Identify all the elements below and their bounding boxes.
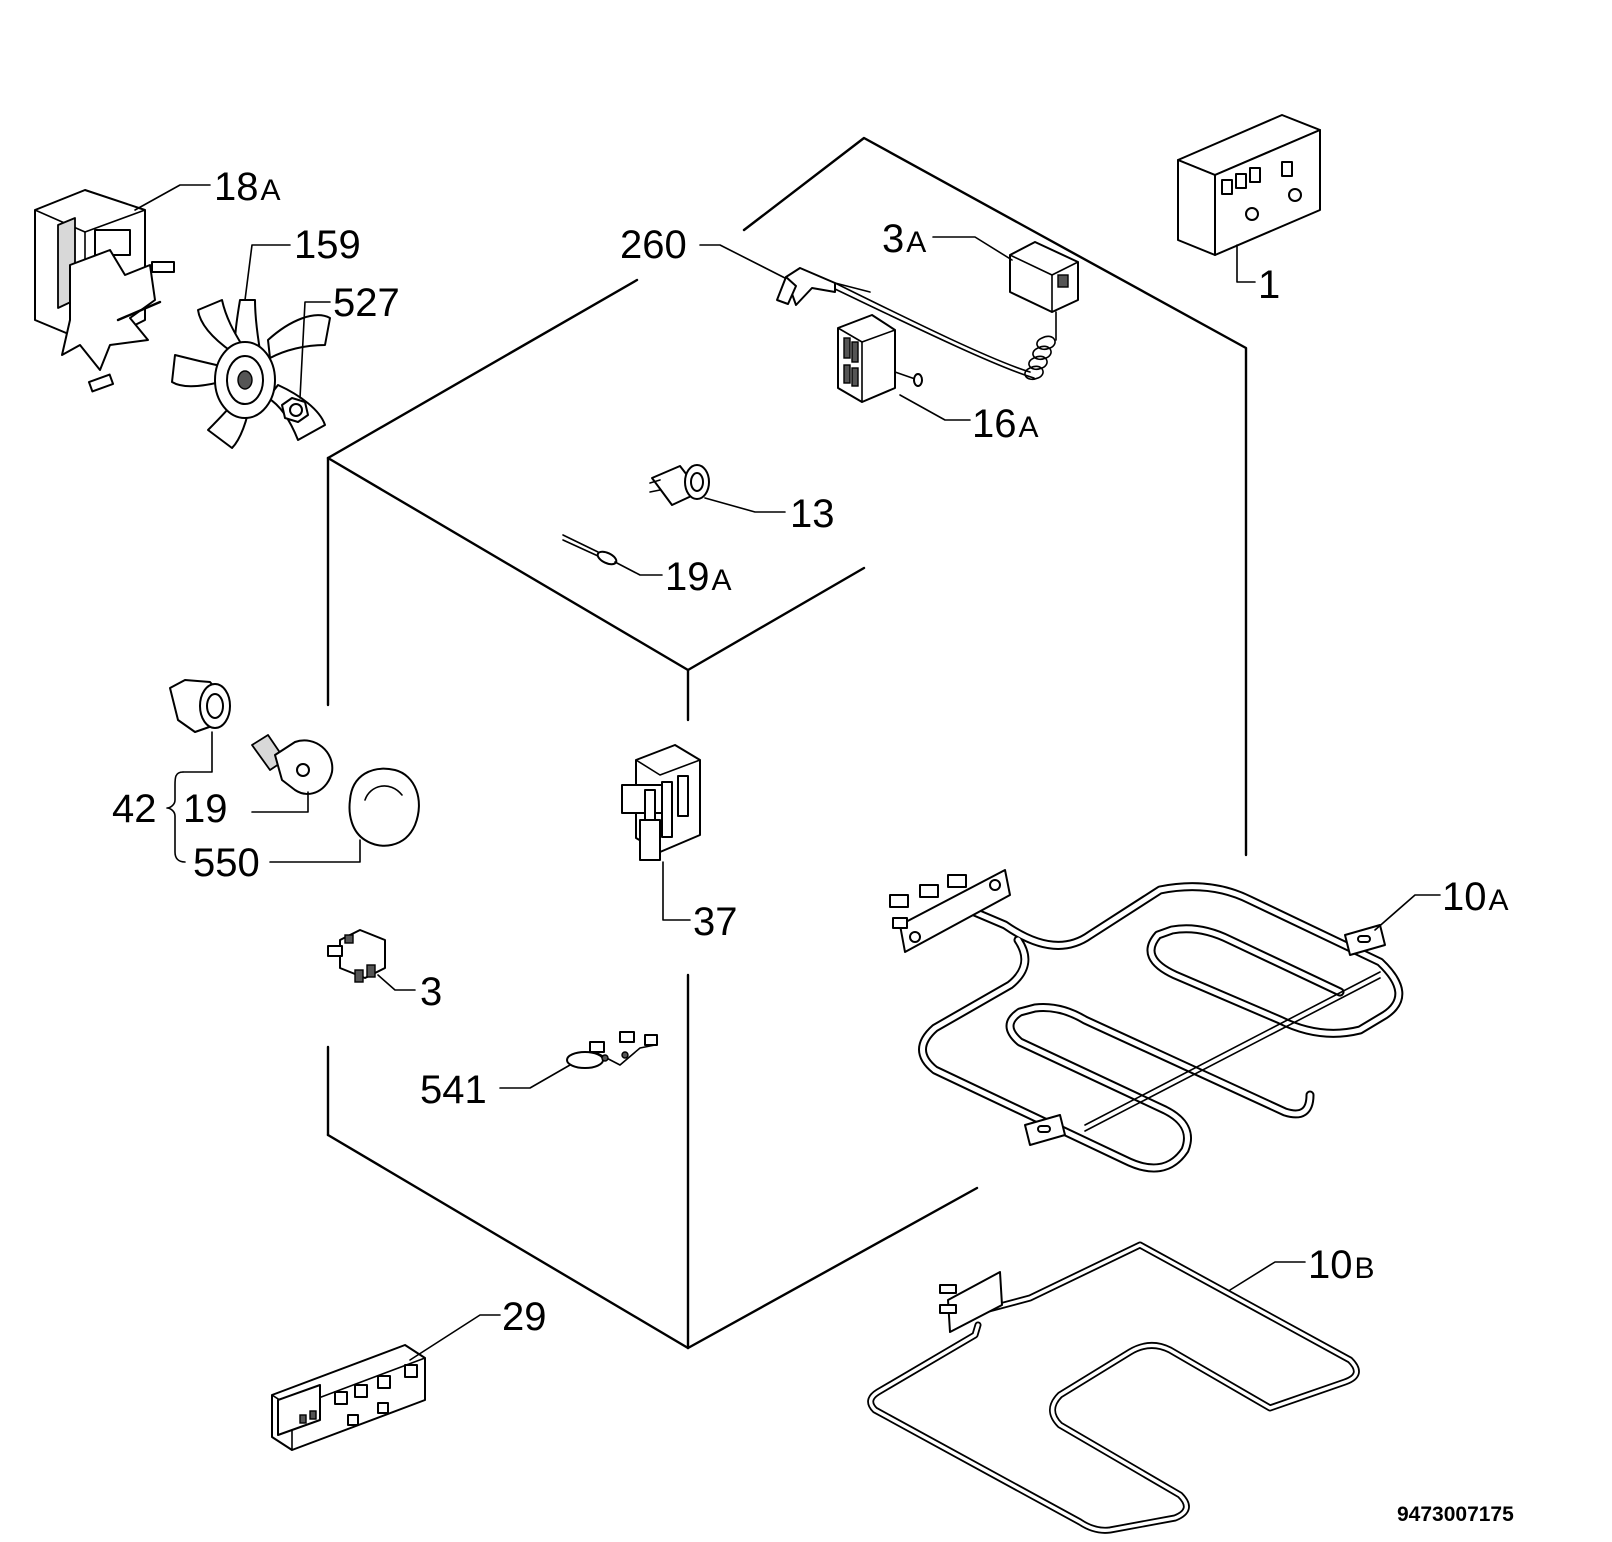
leader-16a	[899, 394, 971, 421]
label-42: 42	[112, 787, 157, 831]
fan-nut	[281, 397, 309, 423]
leader-29	[409, 1314, 501, 1361]
thermostat	[834, 241, 1079, 380]
label-3: 3	[420, 970, 442, 1014]
label-29: 29	[502, 1295, 547, 1339]
leader-550	[269, 839, 361, 863]
leader-10b	[1229, 1261, 1306, 1291]
leader-1	[1236, 244, 1256, 283]
label-541: 541	[420, 1068, 487, 1112]
lamp-cover	[348, 767, 420, 847]
bottom-element	[867, 1241, 1360, 1534]
label-19: 19	[183, 787, 228, 831]
temperature-probe	[776, 267, 871, 306]
fan-impeller	[171, 299, 331, 449]
label-260: 260	[620, 223, 687, 267]
leader-10a	[1374, 894, 1441, 931]
leader-541	[499, 1064, 571, 1089]
door-switch	[327, 929, 386, 983]
leader-3	[377, 974, 416, 991]
leader-37	[662, 861, 691, 921]
label-18a: 18A	[214, 165, 281, 209]
leader-19	[251, 791, 309, 813]
leader-260	[699, 244, 786, 279]
label-10b: 10B	[1308, 1243, 1375, 1287]
document-number: 9473007175	[1397, 1503, 1514, 1526]
ignition-generator	[271, 1344, 426, 1451]
pilot-lamp	[649, 464, 710, 506]
thermal-fuse	[562, 534, 618, 566]
label-1: 1	[1258, 263, 1280, 307]
lamp-holder	[169, 679, 231, 733]
selector-switch	[837, 314, 923, 403]
label-159: 159	[294, 223, 361, 267]
label-527: 527	[333, 281, 400, 325]
leader-13	[704, 497, 786, 513]
grill-element	[889, 869, 1404, 1173]
leader-18a	[134, 184, 211, 211]
leader-42	[182, 731, 213, 773]
leader-3a	[932, 236, 1013, 261]
label-19a: 19A	[665, 555, 732, 599]
connector-block	[566, 1031, 658, 1069]
leader-527	[299, 301, 331, 399]
leader-159	[244, 244, 291, 301]
label-13: 13	[790, 492, 835, 536]
label-16a: 16A	[972, 402, 1039, 446]
label-550: 550	[193, 841, 260, 885]
terminal-block	[621, 744, 701, 861]
lamp-bulb	[251, 734, 334, 795]
timer-module	[1177, 114, 1321, 256]
leader-19a	[614, 561, 663, 576]
label-3a: 3A	[882, 217, 926, 261]
label-10a: 10A	[1442, 875, 1509, 919]
fan-motor	[34, 189, 175, 393]
oven-cabinet-outline	[326, 136, 1248, 1350]
brace-42	[166, 771, 186, 863]
label-37: 37	[693, 900, 738, 944]
